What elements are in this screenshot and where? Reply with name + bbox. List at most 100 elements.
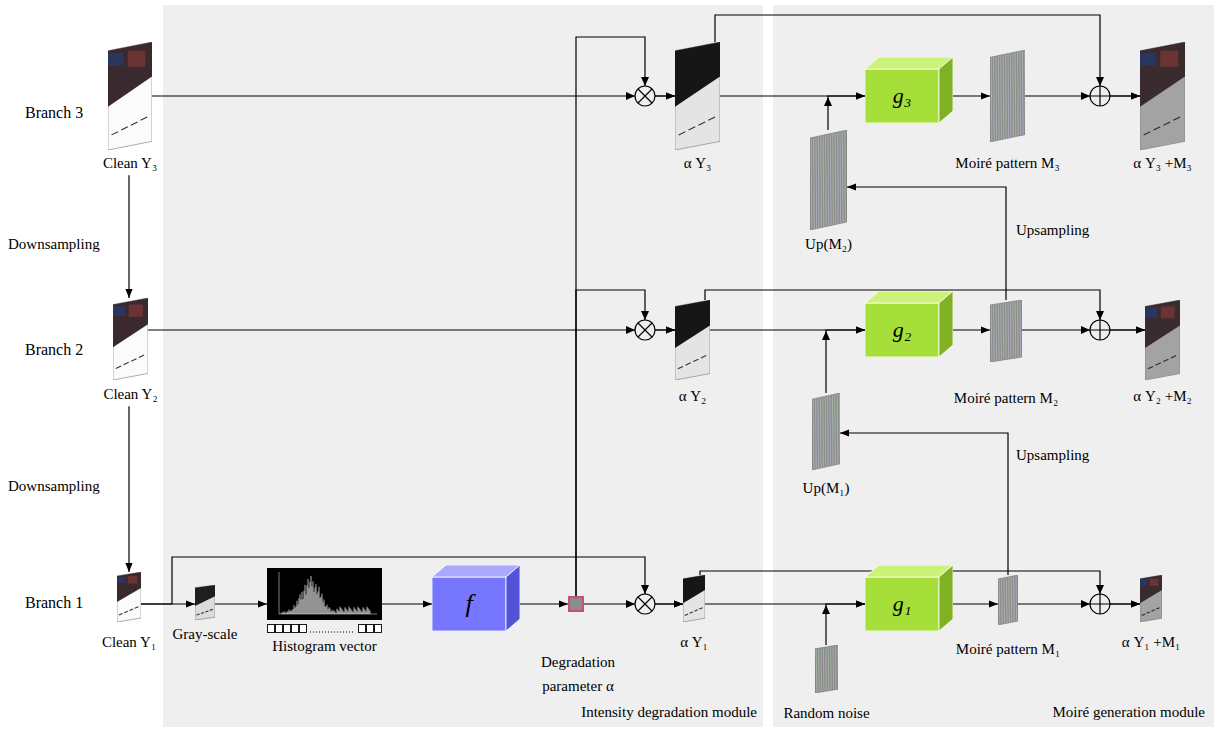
edge-label: Upsampling [1016, 222, 1089, 239]
connector-arrow [215, 603, 267, 604]
tile-dark-part [195, 585, 215, 606]
histogram-bar [356, 610, 357, 614]
image-tile-node: α Y₂ [675, 300, 710, 380]
module-title: Moiré generation module [1053, 704, 1205, 721]
moire-stripe [816, 649, 818, 692]
histogram-bar [288, 612, 289, 614]
histogram-bar [289, 609, 290, 614]
connector-arrow [840, 433, 1008, 575]
histogram-bar [293, 609, 294, 614]
connector-arrow [828, 96, 865, 130]
connector-arrow [141, 557, 683, 604]
image-tile-node: α Y₁ [683, 575, 705, 622]
moire-stripe [1006, 578, 1008, 623]
histogram-bar [290, 611, 291, 614]
histogram-axis [279, 572, 280, 614]
cube-side [939, 565, 953, 631]
block-label: f [432, 577, 506, 631]
junction-arrowheads [626, 77, 1104, 614]
histogram-bar [331, 612, 332, 614]
tile-text-stroke [693, 359, 698, 361]
connector-arrow [382, 603, 432, 604]
tile-text-stroke [201, 612, 204, 613]
network-block: g₂ [865, 291, 953, 357]
connector-arrow [520, 603, 568, 604]
moire-stripe [823, 136, 825, 227]
moire-stripe [1001, 579, 1003, 624]
network-block: f [432, 565, 520, 631]
branch-label: Branch 1 [25, 594, 83, 612]
tile-base [675, 300, 710, 380]
histogram-bar [337, 609, 338, 614]
tile-detail [1150, 579, 1159, 586]
histogram-bar [324, 600, 325, 614]
tile-text-stroke [116, 366, 121, 368]
image-tile-node: Moiré pattern M₂ [990, 300, 1022, 362]
image-caption: Moiré pattern M₁ [956, 641, 1060, 658]
tile-dark-part [675, 300, 710, 348]
moire-stripe [1000, 56, 1002, 140]
histogram-bar [349, 607, 350, 614]
histogram-bar [357, 611, 358, 614]
histogram-bar [358, 607, 359, 614]
tile-base [675, 42, 720, 150]
moire-stripe [1010, 302, 1012, 358]
moire-stripe [839, 394, 840, 464]
image-tile-node: α Y₃ +M₃ [1140, 42, 1185, 150]
branch-label: Branch 3 [25, 104, 83, 122]
tile-text-stroke [1151, 610, 1154, 611]
histogram-bar [305, 585, 306, 614]
histogram-bar [286, 613, 287, 615]
tile-text-stroke [1163, 359, 1168, 361]
tile-text-stroke [1173, 117, 1180, 120]
histogram-bar [354, 607, 355, 614]
moire-stripe [833, 646, 835, 689]
tile-text-stroke [1171, 356, 1176, 358]
image-tile [675, 300, 710, 380]
moire-stripe [825, 648, 827, 691]
tile-text-stroke [694, 610, 697, 611]
tile-base [815, 645, 838, 693]
cube-top [865, 565, 953, 577]
network-block: g₁ [865, 565, 953, 631]
connector-arrow [826, 604, 865, 645]
image-tile-node: Clean Y₂ [113, 298, 148, 380]
image-tile-node: Clean Y₃ [108, 42, 152, 150]
histogram-bar [341, 608, 342, 614]
image-caption: Clean Y₃ [103, 155, 157, 172]
moire-stripe [1005, 55, 1007, 139]
moire-stripe [813, 399, 815, 469]
histogram-bar [351, 609, 352, 614]
tile-base [683, 575, 705, 622]
tile-text-stroke [1144, 132, 1151, 135]
histogram-bar [313, 581, 314, 614]
moire-stripe [1003, 303, 1005, 359]
image-caption: α Y₃ +M₃ [1133, 155, 1191, 172]
image-caption: Clean Y₁ [102, 634, 156, 651]
tile-detail [129, 305, 143, 317]
tile-text-stroke [119, 614, 123, 616]
moire-stripe [837, 646, 838, 689]
histogram-bar [307, 585, 308, 614]
connector-arrow [953, 95, 990, 96]
cube-side [939, 291, 953, 357]
cube-front [865, 303, 939, 357]
tile-text-stroke [210, 609, 213, 610]
histogram-bar [308, 579, 309, 614]
histogram-bar [296, 606, 297, 614]
tile-text-stroke [135, 607, 139, 609]
histogram-bar [295, 608, 296, 614]
histogram-bar [332, 610, 333, 614]
moire-stripe [842, 131, 844, 222]
histogram-bar [299, 598, 300, 614]
histogram-bar [326, 607, 327, 614]
module-panel-fill [163, 5, 763, 727]
cube-top [865, 291, 953, 303]
moire-stripe [820, 398, 822, 468]
cube-top [432, 565, 520, 577]
histogram-bar [368, 608, 369, 614]
network-block: g₃ [865, 57, 953, 123]
moire-stripe [844, 131, 846, 222]
histogram-bar [283, 613, 284, 615]
moire-stripe [1020, 301, 1022, 357]
